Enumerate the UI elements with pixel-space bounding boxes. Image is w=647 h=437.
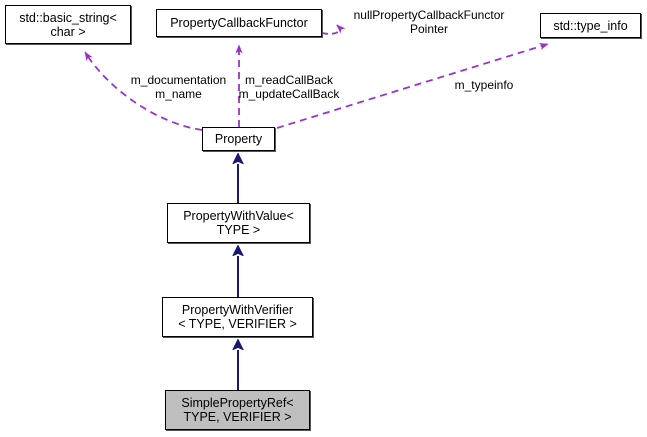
- edge-label-m-readcallback-m-updatecallback: m_readCallBack m_updateCallBack: [238, 73, 340, 101]
- edge-property-uses-basic-string: [84, 51, 203, 131]
- edge-callback-functor-self-loop: [321, 24, 346, 35]
- node-property-with-value[interactable]: PropertyWithValue< TYPE >: [167, 203, 310, 243]
- edge-label-null-property-callback-functor-pointer: nullPropertyCallbackFunctor Pointer: [353, 8, 505, 36]
- edge-label-m-documentation-m-name: m_documentation m_name: [130, 73, 227, 101]
- node-property-callback-functor[interactable]: PropertyCallbackFunctor: [156, 9, 322, 37]
- node-simple-property-ref[interactable]: SimplePropertyRef< TYPE, VERIFIER >: [165, 390, 310, 430]
- node-std-type-info[interactable]: std::type_info: [540, 13, 641, 38]
- node-std-basic-string[interactable]: std::basic_string< char >: [5, 5, 131, 44]
- edge-label-m-typeinfo: m_typeinfo: [454, 78, 514, 92]
- node-property[interactable]: Property: [202, 127, 275, 151]
- node-property-with-verifier[interactable]: PropertyWithVerifier < TYPE, VERIFIER >: [162, 297, 313, 337]
